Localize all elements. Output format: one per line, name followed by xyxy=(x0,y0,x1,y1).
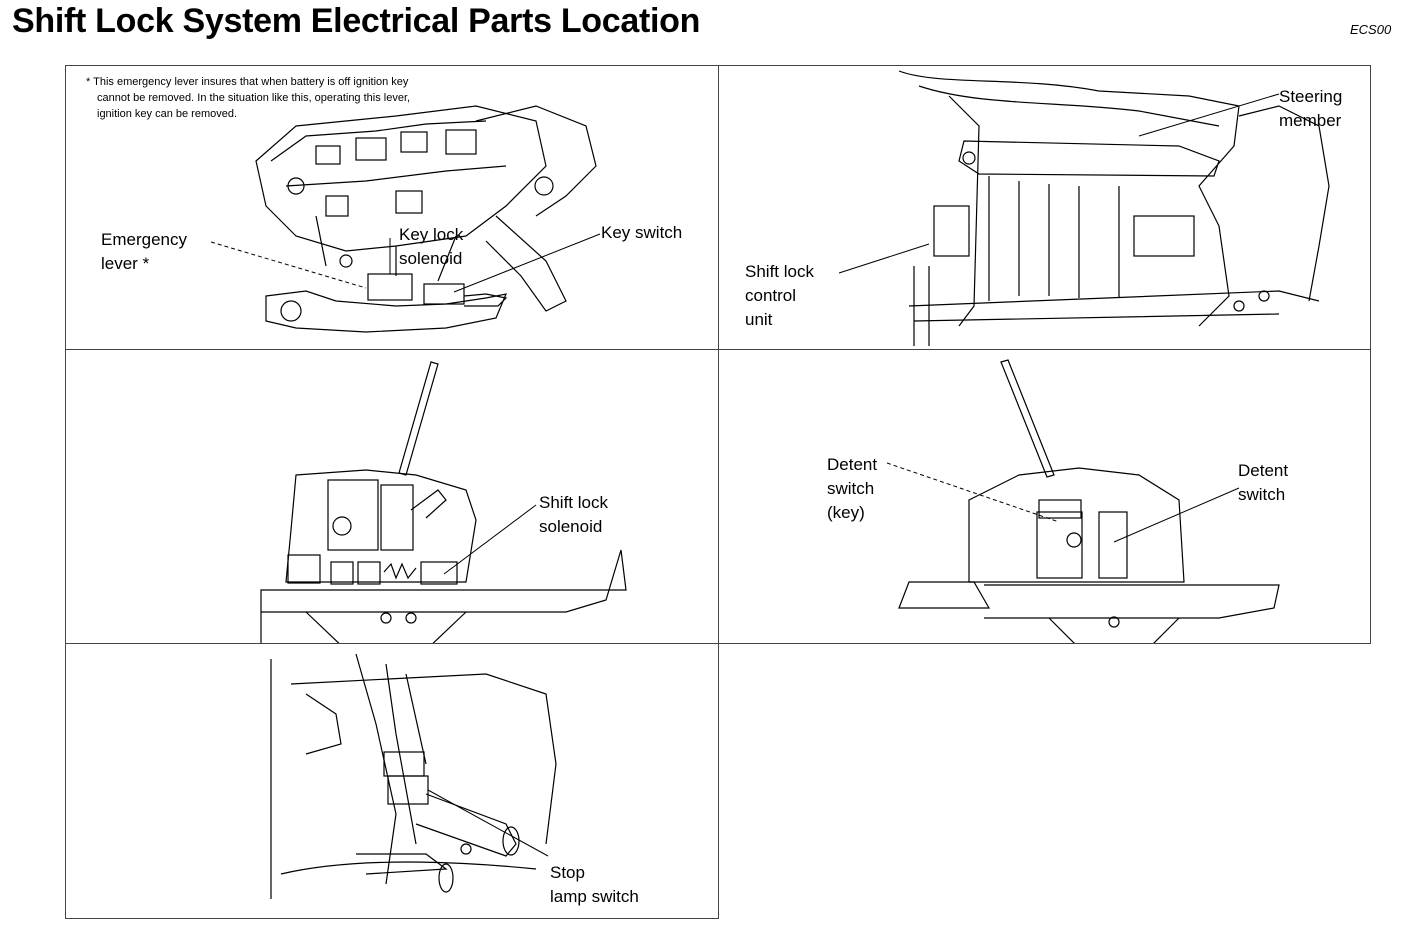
panel-control-unit: Steering member Shift lock control unit xyxy=(718,65,1371,350)
brake-pedal-illustration xyxy=(270,653,557,899)
panel-detent-switch: Detent switch (key) Detent switch xyxy=(718,349,1371,644)
page-title: Shift Lock System Electrical Parts Locat… xyxy=(12,2,701,40)
label-stop-lamp-switch: Stop lamp switch xyxy=(550,863,639,906)
steering-member-illustration xyxy=(838,70,1330,346)
panel-key-lock: * This emergency lever insures that when… xyxy=(65,65,719,350)
panel-shift-lock-solenoid: Shift lock solenoid xyxy=(65,349,719,644)
label-shift-lock-control-unit: Shift lock control unit xyxy=(745,262,814,329)
detent-switch-illustration xyxy=(886,359,1280,643)
label-detent-switch: Detent switch xyxy=(1238,461,1289,504)
document-code: ECS00 xyxy=(1350,22,1392,37)
label-key-switch: Key switch xyxy=(601,223,683,242)
label-key-lock-solenoid: Key lock solenoid xyxy=(399,225,464,268)
label-steering-member: Steering member xyxy=(1279,87,1343,130)
emergency-lever-note: * This emergency lever insures that when… xyxy=(86,76,411,120)
figure-grid: * This emergency lever insures that when… xyxy=(65,65,1371,919)
label-detent-switch-key: Detent switch (key) xyxy=(827,455,878,522)
shift-lever-illustration xyxy=(260,361,627,643)
panel-stop-lamp-switch: Stop lamp switch xyxy=(65,643,719,919)
steering-column-illustration xyxy=(210,105,601,333)
label-shift-lock-solenoid: Shift lock solenoid xyxy=(539,493,608,536)
label-emergency-lever: Emergency lever * xyxy=(101,230,187,273)
